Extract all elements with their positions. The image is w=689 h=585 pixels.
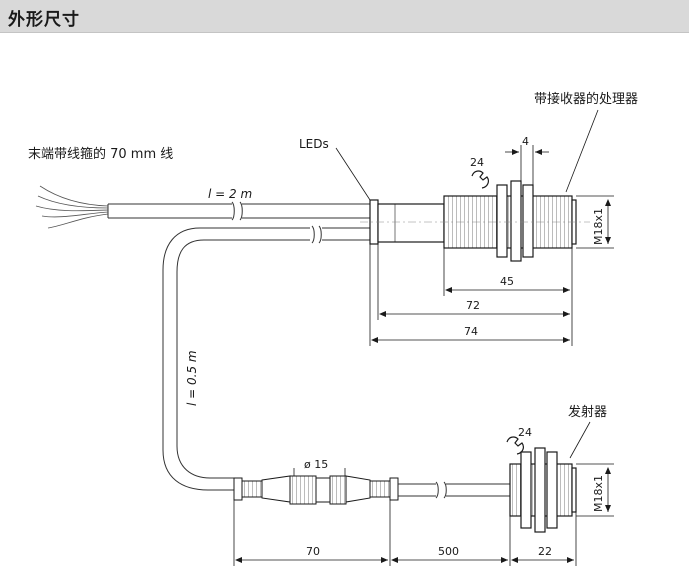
- wrench-icon-emitter: [506, 436, 524, 455]
- emitter-label: 发射器: [568, 404, 607, 420]
- link-cable: [162, 225, 370, 491]
- lower-dimensions: [233, 463, 614, 566]
- receiver-label: 带接收器的处理器: [534, 91, 638, 107]
- connector: [233, 475, 399, 505]
- leds-label: LEDs: [299, 137, 329, 151]
- wrench-size-emitter: 24: [518, 426, 532, 439]
- dim-72: 72: [466, 299, 480, 312]
- section-header: 外形尺寸: [0, 0, 689, 33]
- cable-length-link: l = 0.5 m: [185, 350, 199, 406]
- emitter-housing: [509, 447, 577, 533]
- dim-45: 45: [500, 275, 514, 288]
- thread-emitter: M18x1: [592, 475, 605, 512]
- receiver-dimensions: [369, 145, 614, 346]
- emitter-leader: [569, 421, 591, 459]
- section-title: 外形尺寸: [8, 10, 80, 30]
- receiver-leader: [565, 109, 599, 193]
- dim-4: 4: [522, 135, 529, 148]
- connector-diameter: ø 15: [304, 458, 328, 471]
- dim-500: 500: [438, 545, 459, 558]
- cable-note-label: 末端带线箍的 70 mm 线: [28, 146, 173, 162]
- dim-74: 74: [464, 325, 478, 338]
- wire-ends: [35, 185, 109, 229]
- wrench-icon: [471, 170, 489, 189]
- receiver-housing: [369, 180, 577, 262]
- wrench-size-receiver: 24: [470, 156, 484, 169]
- cable-length-main: l = 2 m: [208, 187, 252, 201]
- main-cable: [107, 201, 370, 221]
- dim-22: 22: [538, 545, 552, 558]
- thread-receiver: M18x1: [592, 208, 605, 245]
- leds-leader: [335, 147, 371, 201]
- dim-70: 70: [306, 545, 320, 558]
- emitter-cable: [398, 481, 510, 499]
